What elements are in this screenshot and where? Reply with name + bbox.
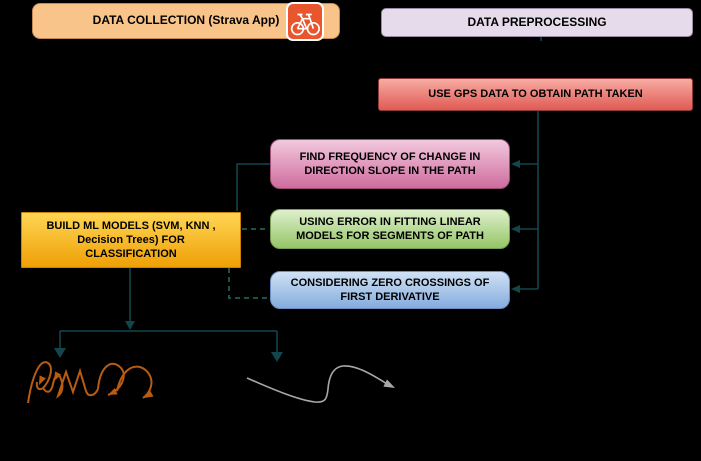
connector-find-frequency-to-build-ml [236,163,270,211]
strava-cycling-icon [286,2,324,41]
node-find-frequency: FIND FREQUENCY OF CHANGE IN DIRECTION SL… [270,139,510,189]
arrow-to-find-frequency [511,160,538,168]
node-data-preprocessing: DATA PREPROCESSING [381,8,693,37]
node-use-gps-label: USE GPS DATA TO OBTAIN PATH TAKEN [428,88,643,101]
node-data-collection: DATA COLLECTION (Strava App) [32,2,340,41]
arrow-build-ml-down [125,268,135,330]
arrow-to-zero-crossings [511,285,538,293]
dashed-zero-crossings-to-build-ml [228,268,268,299]
node-data-preprocessing-label: DATA PREPROCESSING [467,14,607,29]
arrow-branch-left [54,331,66,358]
node-find-frequency-label: FIND FREQUENCY OF CHANGE IN DIRECTION SL… [299,150,481,177]
node-data-collection-label: DATA COLLECTION (Strava App) [92,13,280,28]
arrow-to-using-error [511,225,538,233]
node-zero-crossings-label: CONSIDERING ZERO CROSSINGS OF FIRST DERI… [290,276,490,303]
sketch-jagged-path [27,361,154,404]
node-using-error: USING ERROR IN FITTING LINEAR MODELS FOR… [270,209,510,249]
arrow-branch-right [271,331,283,362]
sketch-smooth-path [246,365,395,403]
node-using-error-label: USING ERROR IN FITTING LINEAR MODELS FOR… [296,215,484,242]
node-build-ml-label: BUILD ML MODELS (SVM, KNN , Decision Tre… [46,219,216,261]
node-build-ml: BUILD ML MODELS (SVM, KNN , Decision Tre… [21,212,241,268]
node-zero-crossings: CONSIDERING ZERO CROSSINGS OF FIRST DERI… [270,271,510,309]
node-use-gps: USE GPS DATA TO OBTAIN PATH TAKEN [378,78,693,111]
